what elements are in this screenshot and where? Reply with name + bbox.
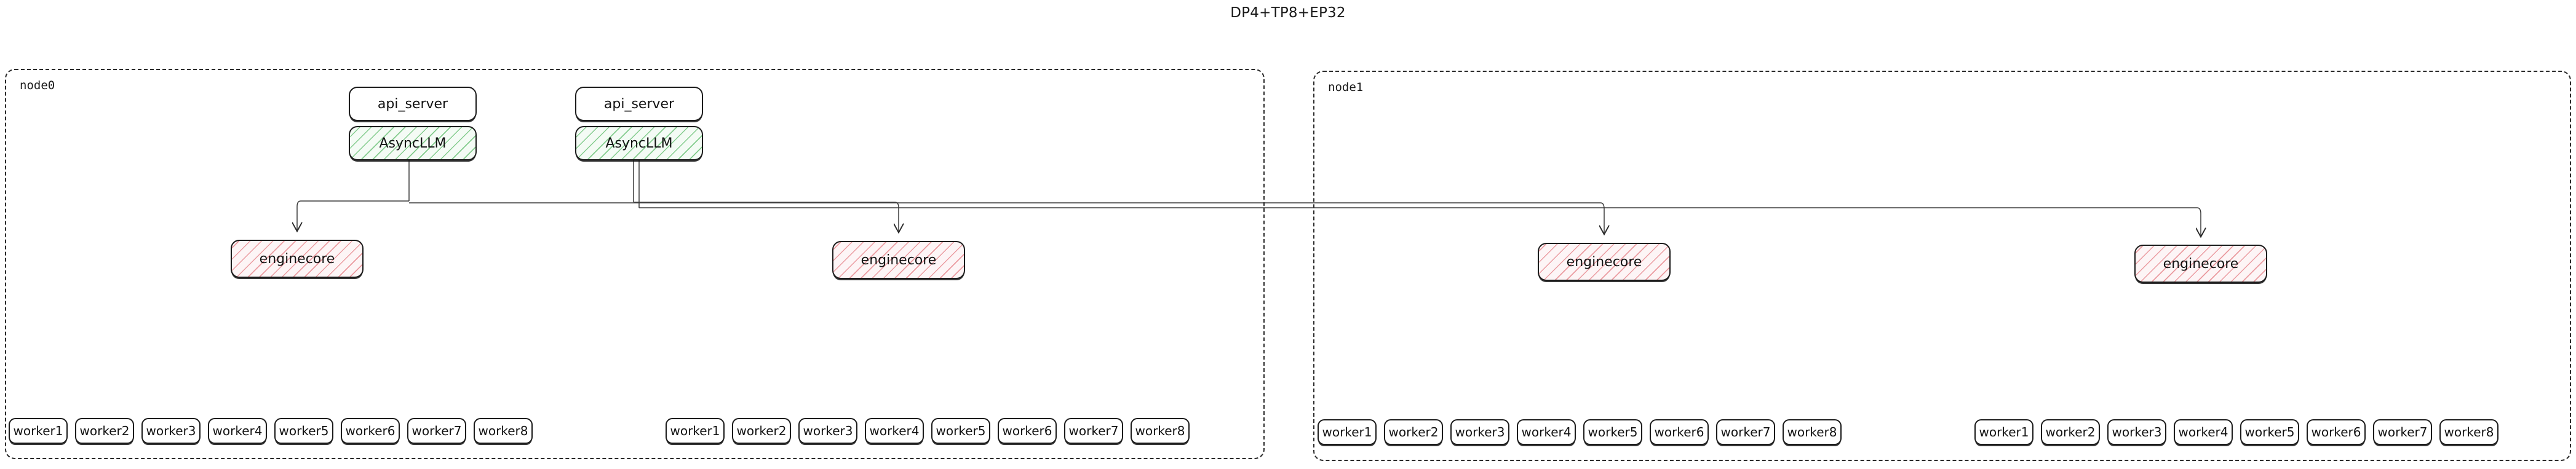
worker-node1-g1-1[interactable]: worker1 — [1974, 419, 2033, 445]
worker-node1-g1-8[interactable]: worker8 — [2439, 419, 2498, 445]
worker-node0-g0-8[interactable]: worker8 — [474, 418, 533, 444]
worker-label: worker5 — [2244, 425, 2295, 439]
worker-node0-g1-5[interactable]: worker5 — [931, 418, 990, 444]
worker-label: worker8 — [1135, 424, 1185, 438]
worker-node0-g1-1[interactable]: worker1 — [666, 418, 725, 444]
worker-node1-g0-8[interactable]: worker8 — [1783, 419, 1842, 445]
enginecore-node1-1-label: enginecore — [2163, 256, 2239, 272]
cluster-label-node1: node1 — [1328, 81, 1364, 94]
worker-label: worker2 — [1388, 425, 1439, 439]
api-server-node0-0[interactable]: api_server — [349, 87, 477, 121]
worker-label: worker1 — [1979, 425, 2029, 439]
enginecore-node0-0-label: enginecore — [259, 251, 335, 267]
worker-label: worker3 — [803, 424, 853, 438]
worker-node0-g0-1[interactable]: worker1 — [9, 418, 68, 444]
worker-node1-g1-6[interactable]: worker6 — [2307, 419, 2366, 445]
worker-label: worker5 — [936, 424, 986, 438]
worker-node1-g0-6[interactable]: worker6 — [1650, 419, 1709, 445]
worker-node0-g1-3[interactable]: worker3 — [798, 418, 857, 444]
worker-label: worker1 — [670, 424, 720, 438]
worker-node0-g0-6[interactable]: worker6 — [341, 418, 400, 444]
worker-node1-g0-4[interactable]: worker4 — [1517, 419, 1576, 445]
worker-label: worker7 — [411, 424, 462, 438]
worker-node0-g1-7[interactable]: worker7 — [1064, 418, 1123, 444]
worker-label: worker4 — [212, 424, 263, 438]
enginecore-node1-0[interactable]: enginecore — [1538, 243, 1671, 281]
enginecore-node0-1[interactable]: enginecore — [832, 241, 965, 279]
worker-node1-g0-1[interactable]: worker1 — [1318, 419, 1377, 445]
worker-node1-g1-5[interactable]: worker5 — [2240, 419, 2299, 445]
enginecore-node1-0-label: enginecore — [1566, 254, 1642, 270]
worker-label: worker7 — [2377, 425, 2428, 439]
worker-node0-g0-2[interactable]: worker2 — [75, 418, 134, 444]
worker-label: worker5 — [1588, 425, 1638, 439]
worker-label: worker4 — [869, 424, 920, 438]
cluster-node0: node0 — [5, 69, 1265, 459]
worker-label: worker6 — [2311, 425, 2361, 439]
worker-node0-g1-8[interactable]: worker8 — [1131, 418, 1190, 444]
worker-label: worker1 — [13, 424, 63, 438]
worker-label: worker3 — [146, 424, 196, 438]
worker-node0-g1-2[interactable]: worker2 — [732, 418, 791, 444]
worker-label: worker8 — [478, 424, 528, 438]
worker-label: worker7 — [1068, 424, 1119, 438]
worker-label: worker6 — [1654, 425, 1704, 439]
worker-label: worker8 — [1787, 425, 1837, 439]
enginecore-node0-0[interactable]: enginecore — [231, 240, 364, 278]
worker-node1-g0-5[interactable]: worker5 — [1583, 419, 1642, 445]
worker-label: worker4 — [1521, 425, 1572, 439]
worker-label: worker6 — [1002, 424, 1052, 438]
worker-label: worker2 — [2045, 425, 2096, 439]
worker-node1-g1-3[interactable]: worker3 — [2107, 419, 2166, 445]
worker-label: worker6 — [345, 424, 396, 438]
worker-node0-g0-7[interactable]: worker7 — [407, 418, 466, 444]
worker-node0-g0-4[interactable]: worker4 — [208, 418, 267, 444]
worker-node0-g0-3[interactable]: worker3 — [141, 418, 201, 444]
worker-label: worker8 — [2444, 425, 2494, 439]
worker-label: worker2 — [736, 424, 787, 438]
worker-label: worker4 — [2178, 425, 2228, 439]
worker-label: worker3 — [1455, 425, 1505, 439]
worker-node1-g1-4[interactable]: worker4 — [2174, 419, 2233, 445]
asyncllm-node0-1-label: AsyncLLM — [605, 135, 673, 151]
asyncllm-node0-0-label: AsyncLLM — [379, 135, 447, 151]
asyncllm-node0-0[interactable]: AsyncLLM — [349, 126, 477, 160]
worker-node1-g1-7[interactable]: worker7 — [2373, 419, 2432, 445]
worker-label: worker7 — [1720, 425, 1771, 439]
worker-node1-g0-2[interactable]: worker2 — [1384, 419, 1443, 445]
cluster-label-node0: node0 — [20, 79, 55, 92]
worker-node1-g1-2[interactable]: worker2 — [2041, 419, 2100, 445]
worker-node0-g1-6[interactable]: worker6 — [998, 418, 1057, 444]
page-title: DP4+TP8+EP32 — [1230, 5, 1346, 21]
enginecore-node0-1-label: enginecore — [861, 252, 937, 268]
worker-label: worker1 — [1322, 425, 1372, 439]
worker-node1-g0-7[interactable]: worker7 — [1716, 419, 1775, 445]
api-server-node0-0-label: api_server — [377, 96, 448, 112]
worker-node1-g0-3[interactable]: worker3 — [1450, 419, 1509, 445]
api-server-node0-1-label: api_server — [603, 96, 675, 112]
worker-node0-g0-5[interactable]: worker5 — [274, 418, 333, 444]
api-server-node0-1[interactable]: api_server — [575, 87, 703, 121]
worker-label: worker3 — [2112, 425, 2162, 439]
worker-label: worker5 — [279, 424, 329, 438]
asyncllm-node0-1[interactable]: AsyncLLM — [575, 126, 703, 160]
cluster-node1: node1 — [1313, 71, 2571, 461]
enginecore-node1-1[interactable]: enginecore — [2134, 245, 2267, 283]
worker-label: worker2 — [79, 424, 130, 438]
worker-node0-g1-4[interactable]: worker4 — [865, 418, 924, 444]
